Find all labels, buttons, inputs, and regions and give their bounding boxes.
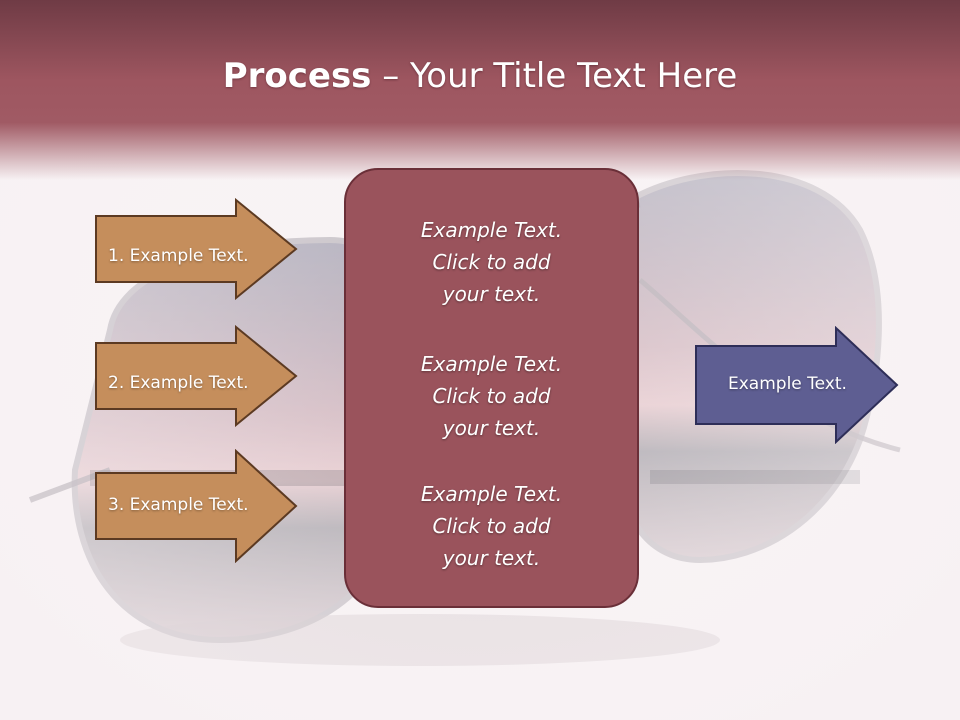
- block-1-line-1: Example Text.: [420, 218, 563, 242]
- slide-title[interactable]: Process – Your Title Text Here: [0, 54, 960, 98]
- header-band: [0, 0, 960, 180]
- step-arrow-3[interactable]: 3. Example Text.: [94, 449, 299, 563]
- step-3-label: 3. Example Text.: [108, 495, 249, 515]
- center-text-box[interactable]: Example Text. Click to add your text. Ex…: [344, 168, 639, 608]
- block-3-line-1: Example Text.: [420, 482, 563, 506]
- step-arrow-2[interactable]: 2. Example Text.: [94, 325, 299, 427]
- result-arrow[interactable]: Example Text.: [694, 326, 900, 444]
- title-rest: – Your Title Text Here: [371, 56, 738, 96]
- center-block-3: Example Text. Click to add your text.: [346, 478, 637, 574]
- step-2-label: 2. Example Text.: [108, 373, 249, 393]
- block-2-line-1: Example Text.: [420, 352, 563, 376]
- block-2-line-2: Click to add: [432, 384, 551, 408]
- center-block-2: Example Text. Click to add your text.: [346, 348, 637, 444]
- step-arrow-1[interactable]: 1. Example Text.: [94, 198, 299, 300]
- step-1-label: 1. Example Text.: [108, 246, 249, 266]
- block-1-line-3: your text.: [442, 282, 541, 306]
- block-1-line-2: Click to add: [432, 250, 551, 274]
- title-bold: Process: [222, 56, 372, 96]
- center-block-1: Example Text. Click to add your text.: [346, 214, 637, 310]
- result-label: Example Text.: [728, 374, 847, 394]
- block-3-line-3: your text.: [442, 546, 541, 570]
- block-2-line-3: your text.: [442, 416, 541, 440]
- block-3-line-2: Click to add: [432, 514, 551, 538]
